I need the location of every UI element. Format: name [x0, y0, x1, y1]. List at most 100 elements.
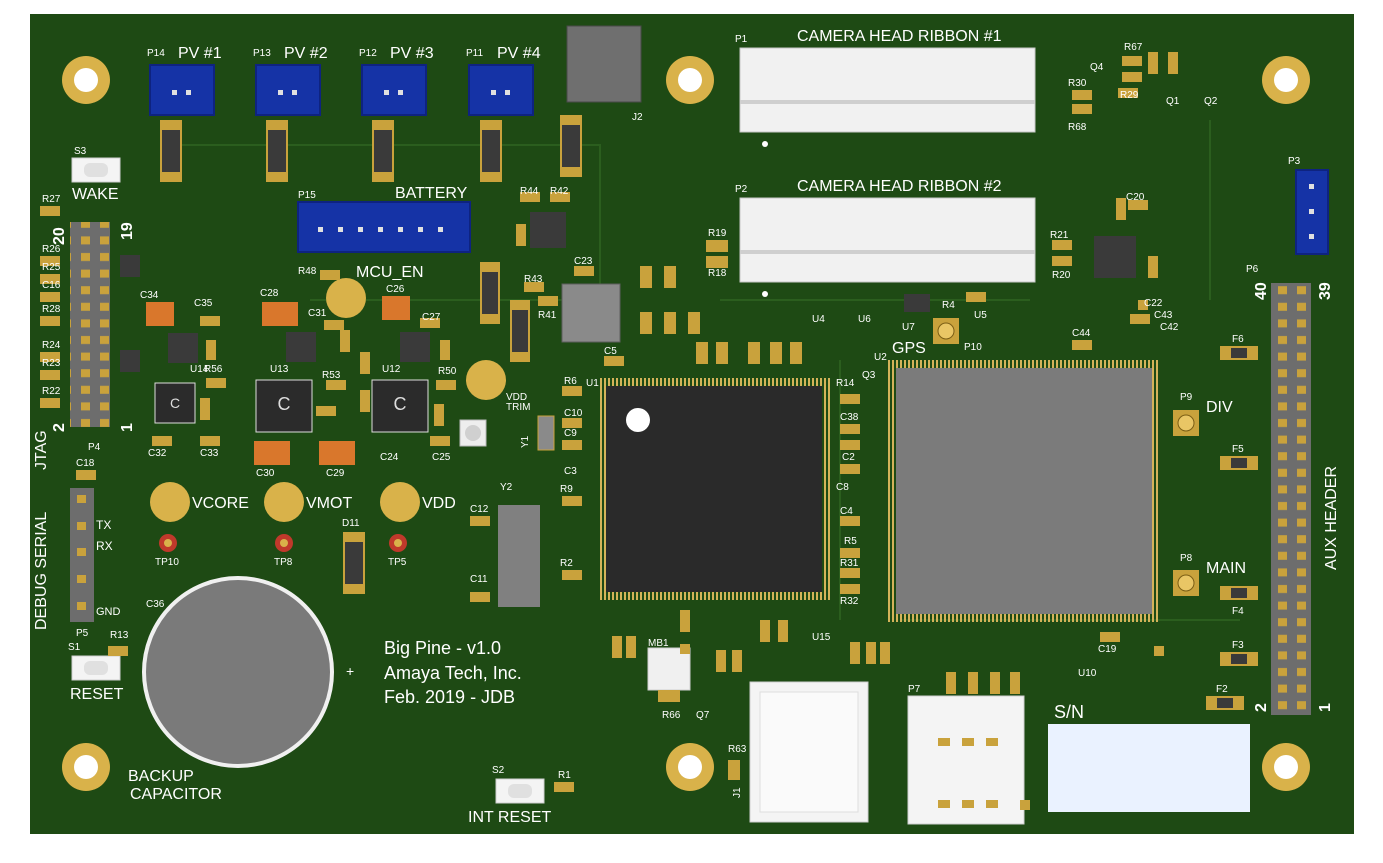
svg-text:C35: C35	[194, 298, 213, 309]
svg-text:C25: C25	[432, 452, 451, 463]
svg-text:C: C	[278, 394, 291, 414]
svg-text:R24: R24	[42, 340, 61, 351]
battery-connector	[297, 201, 471, 253]
svg-text:D11: D11	[342, 518, 360, 529]
svg-text:R68: R68	[1068, 122, 1087, 133]
svg-text:F6: F6	[1232, 334, 1244, 345]
pv-diodes	[160, 115, 582, 182]
svg-text:R2: R2	[560, 558, 573, 569]
svg-text:F2: F2	[1216, 684, 1228, 695]
p8-label: P8	[1180, 553, 1193, 564]
svg-text:C: C	[170, 395, 180, 411]
svg-text:Q1: Q1	[1166, 96, 1180, 107]
y1-crystal	[537, 415, 555, 451]
inductors: C C C	[154, 379, 429, 433]
aux-pin1-label: 1	[1317, 703, 1334, 712]
reset-label: RESET	[70, 686, 124, 703]
svg-text:C28: C28	[260, 288, 279, 299]
p8-rf-connector	[1173, 570, 1199, 596]
tp8-label: TP8	[274, 557, 293, 568]
u1-mcu	[598, 378, 830, 600]
svg-text:U7: U7	[902, 322, 915, 333]
r1-label: R1	[558, 770, 571, 781]
vcore-pad	[150, 482, 190, 522]
p1-label: P1	[735, 34, 748, 45]
plus-mark: +	[346, 663, 354, 679]
p7-sim-card-slot[interactable]	[907, 695, 1025, 825]
svg-text:Q2: Q2	[1204, 96, 1218, 107]
vdd-pad	[380, 482, 420, 522]
l1-inductor	[561, 283, 621, 343]
aux-header-label: AUX HEADER	[1323, 466, 1340, 570]
aux-pin2-label: 2	[1253, 703, 1270, 712]
svg-text:C3: C3	[564, 466, 577, 477]
int-reset-label: INT RESET	[468, 809, 552, 826]
reset-button[interactable]	[71, 655, 121, 681]
pv4-connector	[468, 64, 534, 116]
passive-components	[40, 52, 1178, 810]
debug-serial-label: DEBUG SERIAL	[33, 512, 50, 630]
board-name: Big Pine - v1.0	[384, 638, 501, 658]
svg-text:R32: R32	[840, 596, 859, 607]
svg-text:R25: R25	[42, 262, 61, 273]
svg-text:R29: R29	[1120, 90, 1139, 101]
aux-header	[1271, 283, 1311, 715]
gps-label: GPS	[892, 340, 926, 357]
backup-cap-label-2: CAPACITOR	[130, 786, 222, 803]
svg-text:R44: R44	[520, 186, 539, 197]
s2-label: S2	[492, 765, 505, 776]
camera-ribbon-1-connector	[739, 47, 1036, 133]
svg-text:C22: C22	[1144, 298, 1163, 309]
tx-label: TX	[96, 518, 111, 532]
svg-text:R31: R31	[840, 558, 859, 569]
svg-text:U14: U14	[190, 364, 209, 375]
vdd-trim-label: VDD	[506, 392, 527, 403]
vcore-label: VCORE	[192, 495, 249, 512]
p2-label: P2	[735, 184, 748, 195]
p4-label: P4	[88, 442, 101, 453]
pv1-label: PV #1	[178, 45, 222, 62]
backup-cap-label-1: BACKUP	[128, 768, 194, 785]
p15-label: P15	[298, 190, 316, 201]
svg-text:R22: R22	[42, 386, 61, 397]
capacitors-orange	[146, 296, 410, 465]
svg-text:R21: R21	[1050, 230, 1069, 241]
mb1-label: MB1	[648, 638, 669, 649]
p3-label: P3	[1288, 156, 1301, 167]
j1-sd-card-slot[interactable]	[749, 681, 869, 823]
svg-text:R9: R9	[560, 484, 573, 495]
svg-text:C27: C27	[422, 312, 441, 323]
svg-text:F4: F4	[1232, 606, 1244, 617]
svg-text:C26: C26	[386, 284, 405, 295]
tp5-label: TP5	[388, 557, 407, 568]
svg-text:C24: C24	[380, 452, 399, 463]
test-points	[159, 534, 407, 552]
svg-text:C33: C33	[200, 448, 219, 459]
svg-text:C8: C8	[836, 482, 849, 493]
svg-text:R20: R20	[1052, 270, 1071, 281]
company-name: Amaya Tech, Inc.	[384, 663, 522, 683]
svg-text:R5: R5	[844, 536, 857, 547]
svg-text:R53: R53	[322, 370, 341, 381]
mb1-component	[647, 647, 691, 691]
svg-text:Q3: Q3	[862, 370, 876, 381]
svg-text:C18: C18	[76, 458, 95, 469]
int-reset-button[interactable]	[495, 778, 545, 804]
pv1-connector	[149, 64, 215, 116]
svg-text:C23: C23	[574, 256, 593, 267]
vmot-pad	[264, 482, 304, 522]
wake-button[interactable]	[71, 157, 121, 183]
svg-text:C5: C5	[604, 346, 617, 357]
p14-label: P14	[147, 48, 165, 59]
svg-text:R19: R19	[708, 228, 727, 239]
svg-text:R41: R41	[538, 310, 557, 321]
s3-label: S3	[74, 146, 87, 157]
div-label: DIV	[1206, 399, 1233, 416]
svg-text:R43: R43	[524, 274, 543, 285]
vdd-label: VDD	[422, 495, 456, 512]
svg-text:F5: F5	[1232, 444, 1244, 455]
jtag-pin20-label: 20	[51, 227, 68, 245]
svg-text:C10: C10	[564, 408, 583, 419]
svg-text:R30: R30	[1068, 78, 1087, 89]
